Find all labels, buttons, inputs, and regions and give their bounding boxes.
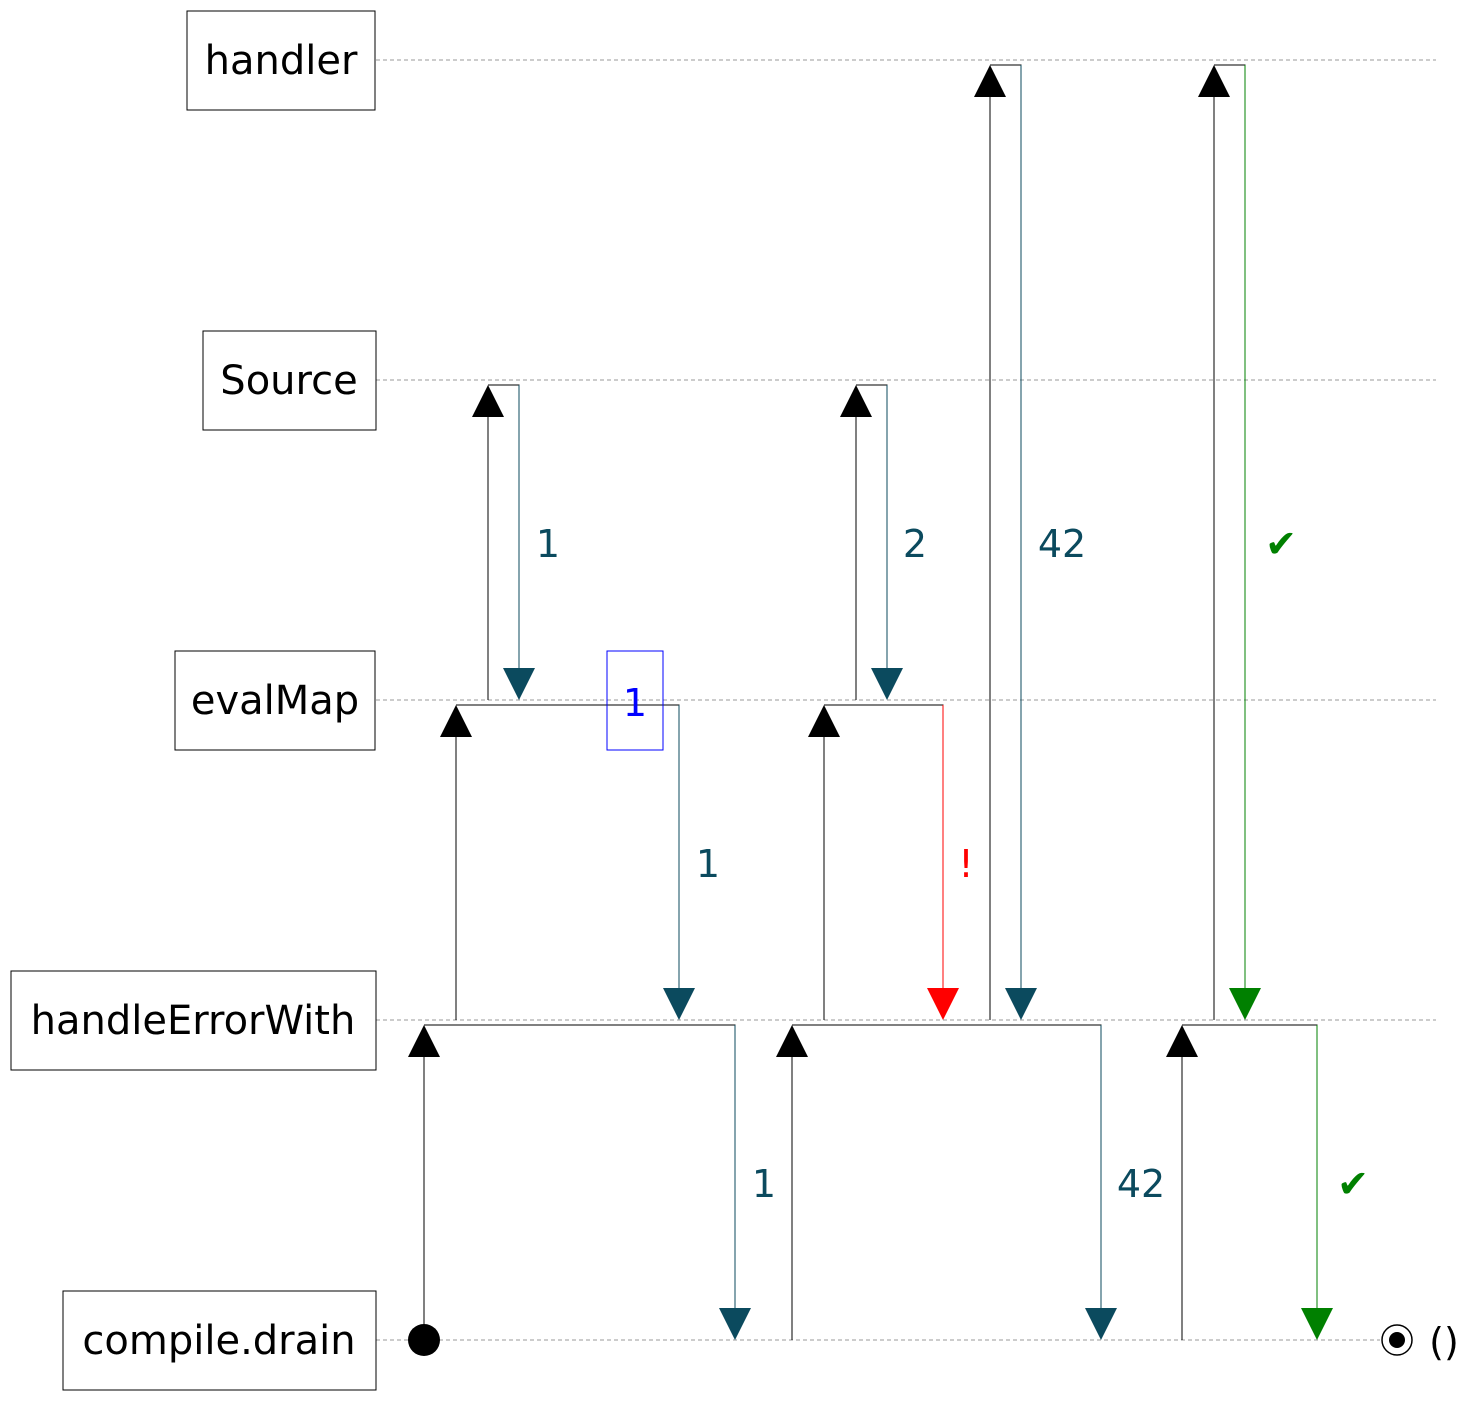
value-label-handler-42: 42 xyxy=(1038,522,1086,566)
hew-span-2 xyxy=(792,1024,1102,1310)
pull-arrowhead xyxy=(1166,1025,1198,1057)
start-marker xyxy=(408,1324,440,1356)
pull-lines xyxy=(423,64,1318,1340)
evalmap-span-1 xyxy=(456,704,680,990)
done-label-handler: ✔ xyxy=(1265,522,1297,566)
done-label-drain: ✔ xyxy=(1337,1162,1369,1206)
emit-arrowheads xyxy=(503,668,1333,1340)
value-labels: 1 2 42 ✔ 1 1 ! 1 42 ✔ () xyxy=(536,522,1459,1364)
pull-arrowhead xyxy=(408,1025,440,1057)
pull-arrowhead xyxy=(1198,65,1230,97)
lane-handleerrorwith: handleErrorWith xyxy=(10,970,377,1071)
lane-label-handler: handler xyxy=(205,38,358,84)
highlight-box xyxy=(606,650,664,751)
pull-arrowheads xyxy=(408,65,1230,1057)
result-label: () xyxy=(1429,1320,1459,1364)
lane-compiledrain: compile.drain xyxy=(62,1290,377,1391)
value-lines xyxy=(518,65,1318,1312)
value-label-source-1: 1 xyxy=(536,522,560,566)
value-label-drain-42: 42 xyxy=(1117,1162,1165,1206)
pull-arrowhead xyxy=(808,705,840,737)
value-label-source-2: 2 xyxy=(903,522,927,566)
pull-arrowhead xyxy=(840,385,872,417)
done-arrowhead xyxy=(1229,988,1261,1020)
lane-handler: handler xyxy=(186,10,376,111)
lane-label-compiledrain: compile.drain xyxy=(82,1318,355,1364)
value-label-evalmap-1: 1 xyxy=(696,842,720,886)
value-arrowhead xyxy=(871,668,903,700)
end-marker xyxy=(1381,1324,1413,1356)
handler-span-1 xyxy=(990,64,1022,990)
hew-span-1 xyxy=(424,1024,736,1310)
lane-label-evalmap: evalMap xyxy=(191,678,359,724)
value-arrowhead xyxy=(719,1308,751,1340)
value-arrowhead xyxy=(1085,1308,1117,1340)
hew-span-3 xyxy=(1182,1024,1318,1310)
done-arrowhead xyxy=(1301,1308,1333,1340)
pull-arrowhead xyxy=(776,1025,808,1057)
lane-source: Source xyxy=(202,330,377,431)
error-arrowhead xyxy=(927,988,959,1020)
pull-arrowhead xyxy=(472,385,504,417)
lane-evalmap: evalMap xyxy=(174,650,376,751)
lane-label-source: Source xyxy=(220,358,357,404)
value-arrowhead xyxy=(503,668,535,700)
value-arrowhead xyxy=(663,988,695,1020)
evalmap-span-2 xyxy=(824,704,944,990)
value-label-drain-1: 1 xyxy=(752,1162,776,1206)
value-arrowhead xyxy=(1005,988,1037,1020)
error-label-evalmap: ! xyxy=(958,842,973,886)
highlight-label: 1 xyxy=(623,681,647,725)
handler-span-2 xyxy=(1214,64,1246,990)
lane-lines xyxy=(376,59,1436,1341)
pull-arrowhead xyxy=(440,705,472,737)
pull-arrowhead xyxy=(974,65,1006,97)
source-span-2 xyxy=(856,384,888,670)
lane-label-handleerrorwith: handleErrorWith xyxy=(31,998,356,1044)
lane-labels: handler Source evalMap handleErrorWith c… xyxy=(10,10,377,1391)
source-span-1 xyxy=(488,384,520,670)
